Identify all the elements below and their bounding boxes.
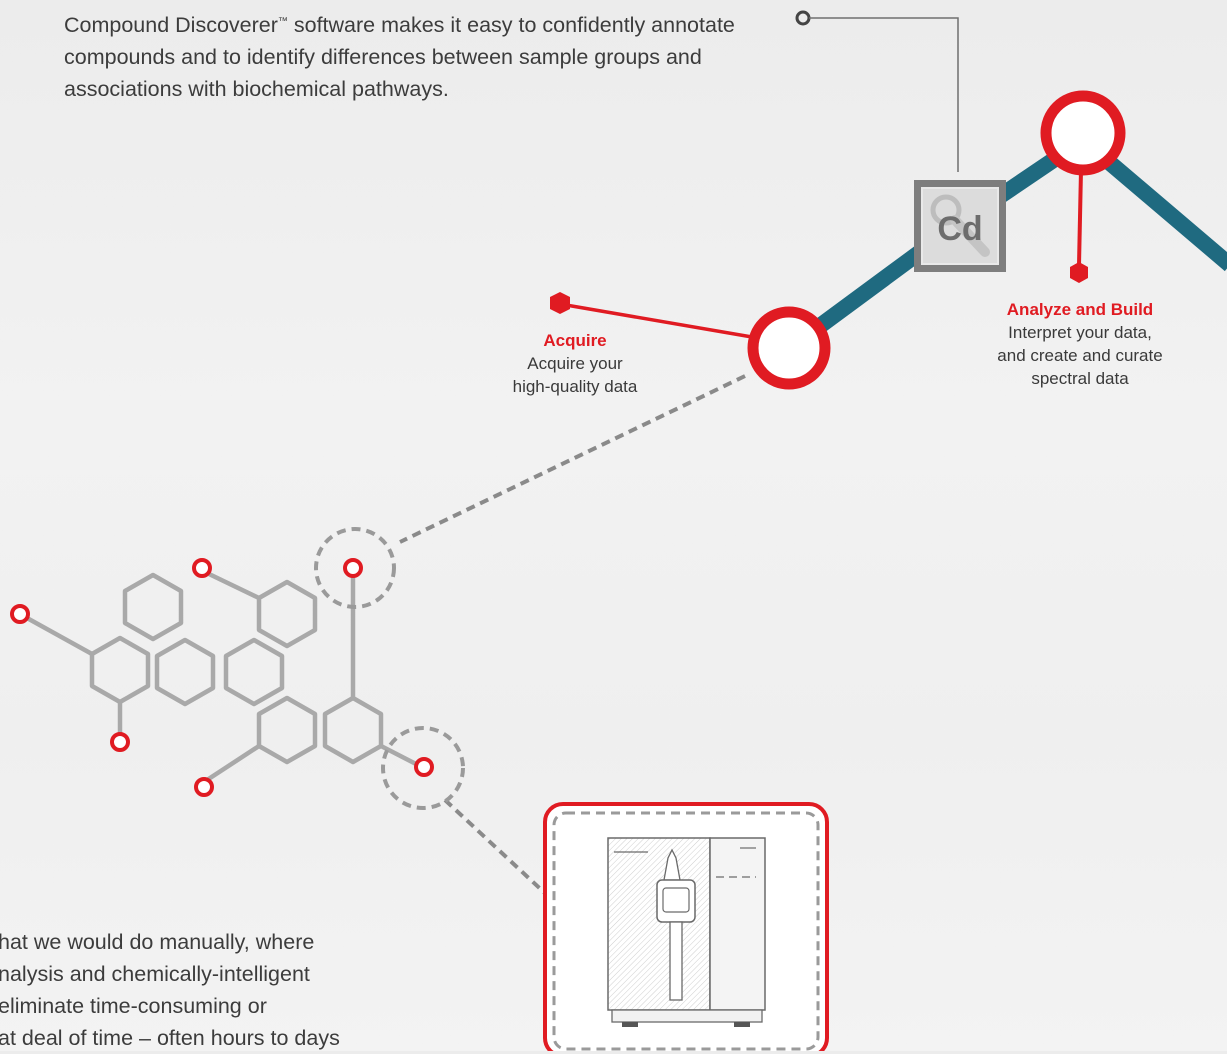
instrument-dashed-connector bbox=[443, 798, 550, 898]
compound-discoverer-icon: Cd bbox=[914, 180, 1006, 272]
highlight-rings bbox=[314, 527, 465, 810]
cd-letters: Cd bbox=[937, 210, 982, 248]
molecule-atoms bbox=[10, 558, 434, 797]
molecule-graphic bbox=[25, 571, 418, 782]
pathway-line bbox=[785, 132, 1227, 355]
analyze-line-2: and create and curate bbox=[997, 346, 1163, 365]
intro-body: software makes it easy to confidently an… bbox=[64, 13, 735, 101]
acquire-line-2: high-quality data bbox=[512, 377, 638, 396]
bottom-line-3: eliminate time-consuming or bbox=[0, 994, 267, 1018]
analyze-line-3: spectral data bbox=[1031, 369, 1129, 388]
acquire-line-1: Acquire your bbox=[527, 354, 623, 373]
mass-spectrometer-icon bbox=[607, 837, 766, 1027]
bottom-line-2: nalysis and chemically-intelligent bbox=[0, 962, 310, 986]
analyze-label: Analyze and Build Interpret your data, a… bbox=[960, 298, 1200, 390]
intro-product-name: Compound Discoverer bbox=[64, 13, 278, 37]
analyze-node bbox=[1040, 90, 1126, 283]
acquire-label: Acquire Acquire your high-quality data bbox=[490, 329, 660, 398]
bottom-line-4: at deal of time – often hours to days bbox=[0, 1026, 340, 1050]
acquire-dashed-connector bbox=[399, 374, 746, 544]
intro-connector bbox=[795, 10, 959, 172]
magnifier-icon bbox=[930, 194, 990, 257]
bottom-line-1: hat we would do manually, where bbox=[0, 930, 315, 954]
bottom-paragraph: hat we would do manually, where nalysis … bbox=[0, 926, 470, 1054]
analyze-line-1: Interpret your data, bbox=[1008, 323, 1152, 342]
trademark-symbol: ™ bbox=[277, 16, 288, 27]
acquire-heading: Acquire bbox=[543, 331, 607, 350]
intro-paragraph: Compound Discoverer™ software makes it e… bbox=[64, 6, 784, 105]
acquire-node bbox=[550, 292, 831, 390]
analyze-heading: Analyze and Build bbox=[1006, 300, 1154, 319]
